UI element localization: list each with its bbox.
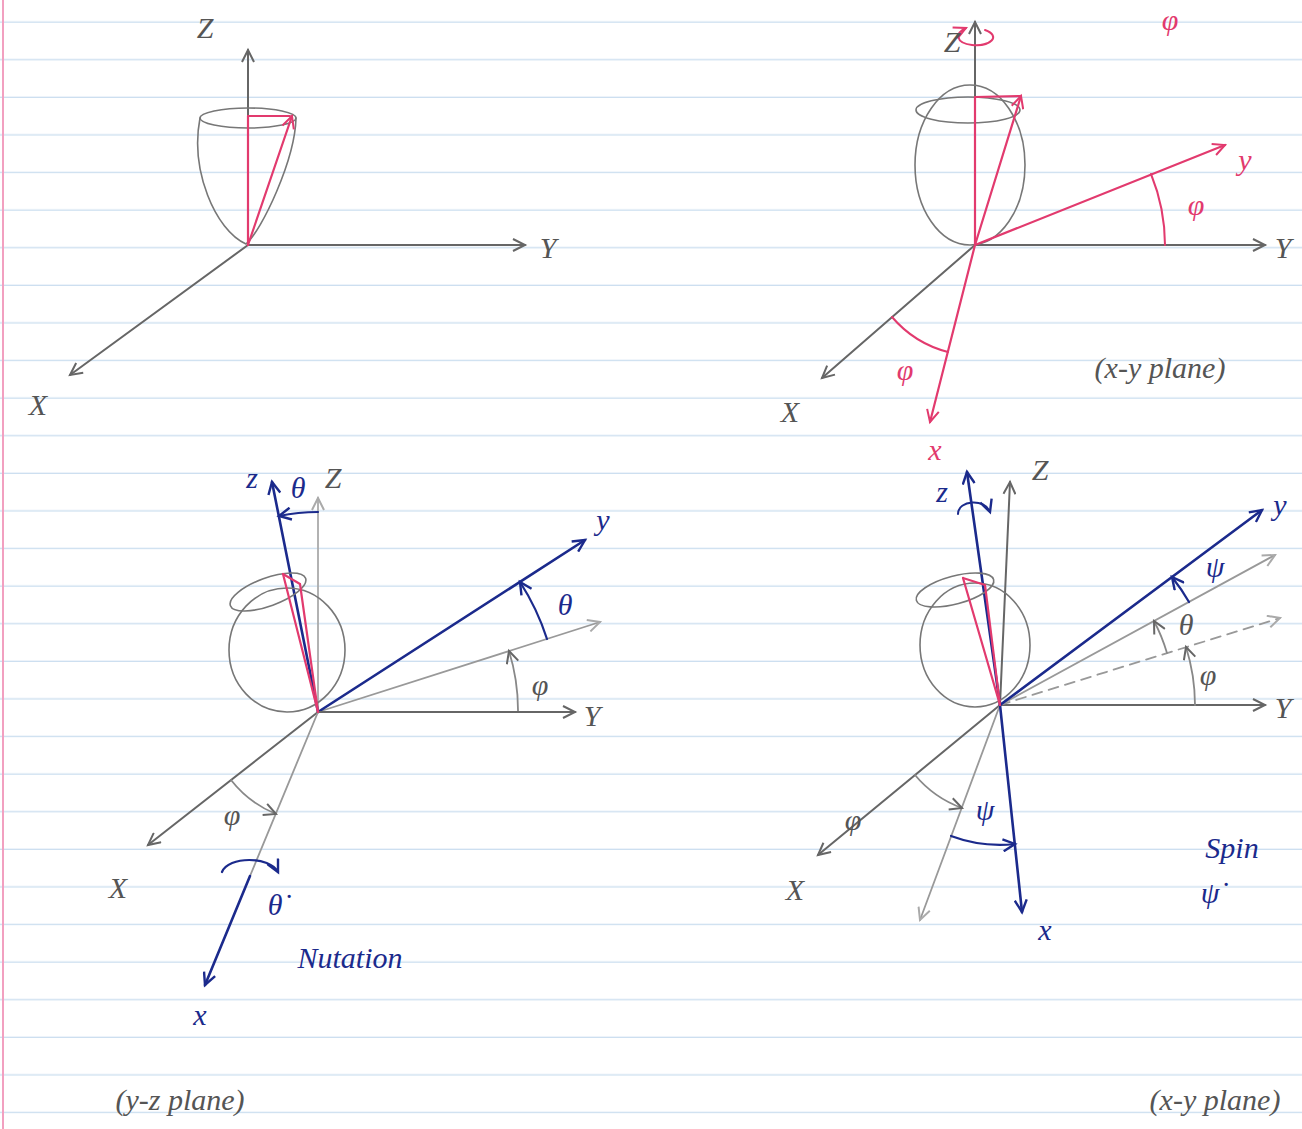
axis-label: z <box>246 463 258 493</box>
axis-label: x <box>193 1000 206 1030</box>
angle-label: θ <box>291 473 306 503</box>
angle-label: ψ <box>1206 552 1225 582</box>
plane-note: (x-y plane) <box>1150 1085 1281 1115</box>
axis-label: X <box>786 875 804 905</box>
axis-label: x <box>928 435 941 465</box>
angle-label: θ <box>1179 610 1194 640</box>
plane-note: (y-z plane) <box>115 1085 244 1115</box>
angle-label: θ <box>558 590 573 620</box>
axis-label: Z <box>1032 455 1049 485</box>
motion-label: Nutation <box>297 943 402 973</box>
axis-label: Y <box>1275 693 1292 723</box>
panel-2 <box>822 22 1265 422</box>
axis-label: Z <box>325 463 342 493</box>
panel-1 <box>70 50 525 375</box>
axis-label: Y <box>1275 233 1292 263</box>
angle-label: φ <box>845 805 862 835</box>
panel-4 <box>818 472 1280 920</box>
angle-label: φ <box>1188 190 1205 220</box>
axis-label: x <box>1038 915 1051 945</box>
axis-label: Y <box>584 701 601 731</box>
angle-label: φ <box>1162 5 1179 35</box>
axis-label: Z <box>944 27 961 57</box>
angle-label: ψ <box>976 795 995 825</box>
plane-note: (x-y plane) <box>1095 353 1226 383</box>
panel-3 <box>148 482 600 985</box>
axis-label: z <box>936 477 948 507</box>
margin-line <box>2 0 4 1129</box>
axis-label: X <box>781 397 799 427</box>
axis-label: Z <box>197 13 214 43</box>
axis-label: X <box>109 873 127 903</box>
axis-label: Y <box>540 233 557 263</box>
rate-label: ψ̇ <box>1201 878 1220 908</box>
angle-label: φ <box>532 670 549 700</box>
axis-label: y <box>1273 490 1286 520</box>
motion-label: Spin <box>1205 833 1258 863</box>
axis-label: y <box>596 505 609 535</box>
rate-label: θ̇ <box>268 890 283 920</box>
angle-label: φ <box>897 355 914 385</box>
axis-label: X <box>29 390 47 420</box>
angle-label: φ <box>224 800 241 830</box>
angle-label: φ <box>1200 660 1217 690</box>
axis-label: y <box>1238 145 1251 175</box>
